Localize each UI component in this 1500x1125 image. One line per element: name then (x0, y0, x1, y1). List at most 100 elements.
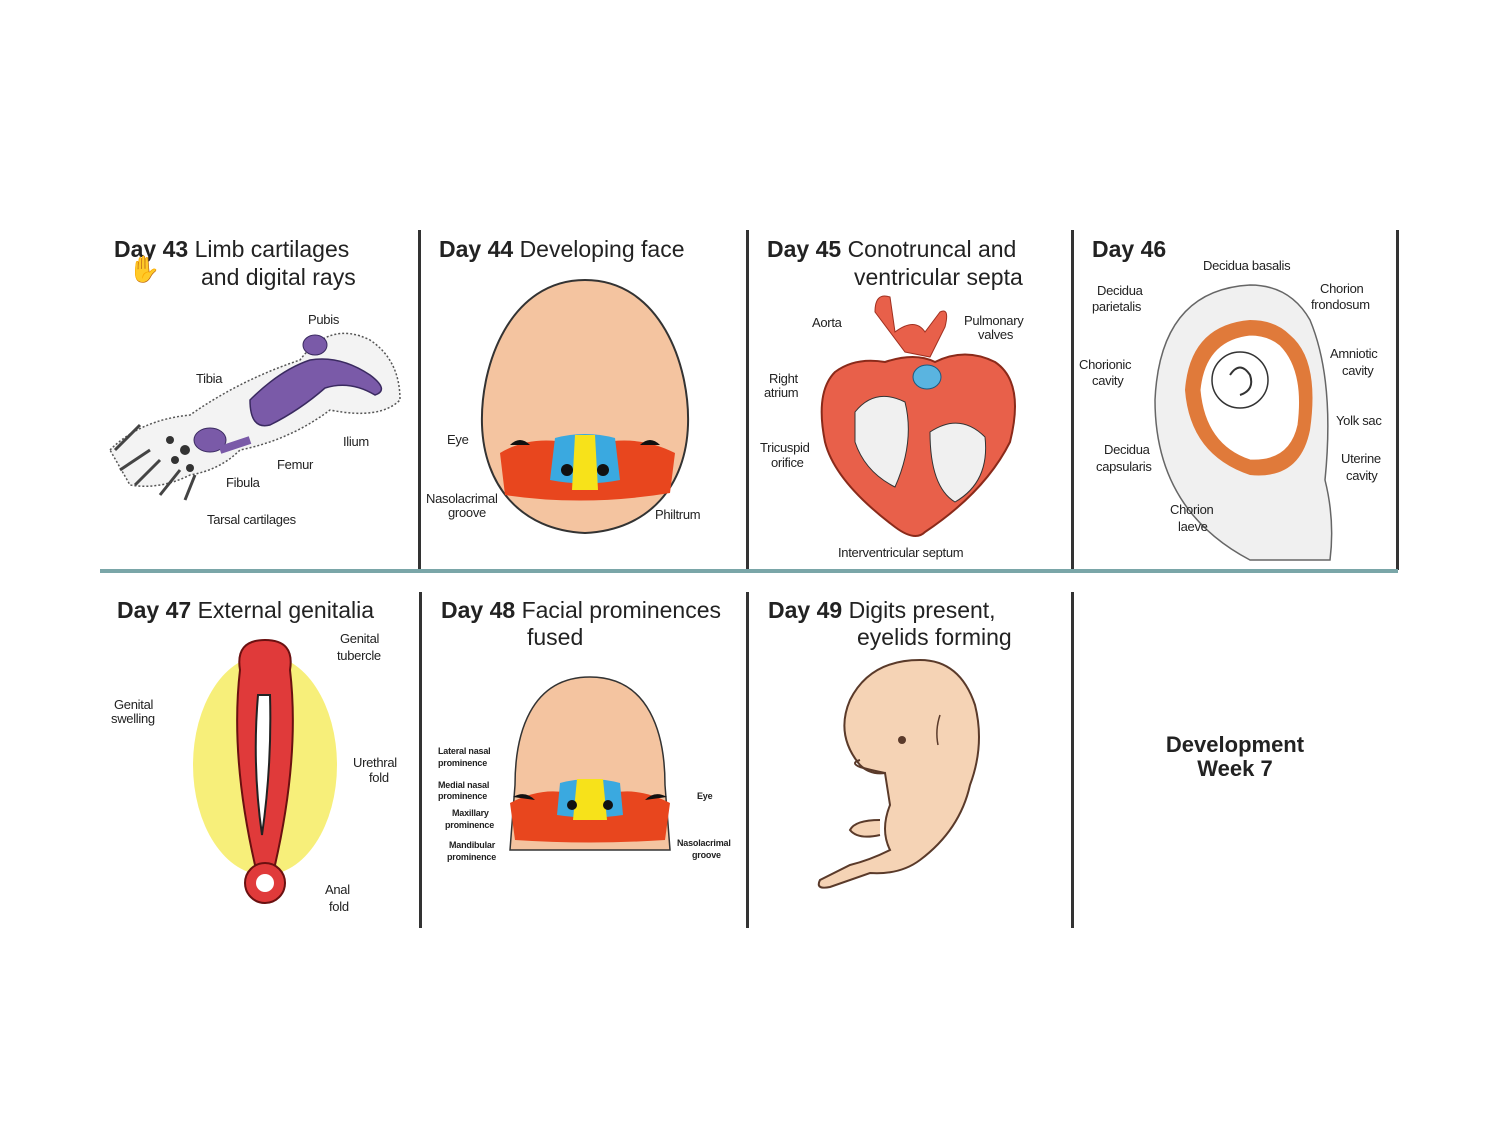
label-mandibular: Mandibular (449, 840, 496, 850)
label-tarsal-cartilages: Tarsal cartilages (207, 512, 296, 527)
hand-cursor-icon: ✋ (128, 254, 161, 284)
label-genital-2: Genital (114, 697, 154, 712)
label-femur: Femur (277, 457, 314, 472)
title-line1: External genitalia (197, 597, 375, 623)
label-eye-48: Eye (697, 791, 713, 801)
divider-3 (1071, 230, 1074, 570)
divider-6 (746, 592, 749, 928)
label-decidua-2: Decidua (1104, 442, 1150, 457)
day-label: Day 49 (768, 597, 843, 623)
label-amniotic: Amniotic (1330, 346, 1378, 361)
label-urethral: Urethral (353, 755, 397, 770)
title-line1: Facial prominences (521, 597, 721, 623)
label-lateral-nasal: Lateral nasal (438, 746, 491, 756)
panel-day47-heading: Day 47 External genitalia (117, 596, 374, 624)
summary-line2: Week 7 (1197, 756, 1273, 781)
title-line2: eyelids forming (857, 624, 1012, 650)
divider-4 (1396, 230, 1399, 570)
panel-day45-heading: Day 45 Conotruncal and (767, 235, 1016, 263)
label-swelling: swelling (111, 711, 155, 726)
day-label: Day 45 (767, 236, 842, 262)
label-tubercle: tubercle (337, 648, 381, 663)
label-medial-nasal-prominence: prominence (438, 791, 488, 801)
label-maxillary: Maxillary (452, 808, 489, 818)
developing-face-illustration (480, 278, 690, 535)
label-lateral-nasal-prominence: prominence (438, 758, 488, 768)
label-mandibular-prominence: prominence (447, 852, 497, 862)
title-line1: Limb cartilages (194, 236, 350, 262)
label-ilium: Ilium (343, 434, 369, 449)
limb-cartilage-illustration (109, 332, 401, 501)
label-interventricular-septum: Interventricular septum (838, 545, 964, 560)
summary-line1: Development (1165, 732, 1305, 757)
title-line2: ventricular septa (854, 264, 1023, 290)
panel-day44-heading: Day 44 Developing face (439, 235, 685, 263)
title-line1: Conotruncal and (847, 236, 1017, 262)
label-chorionic: Chorionic (1079, 357, 1132, 372)
label-atrium: atrium (764, 385, 799, 400)
label-chorion-2: Chorion (1170, 502, 1214, 517)
label-groove: groove (448, 505, 486, 520)
label-anal-fold: fold (329, 899, 349, 914)
panel-day45-heading-line2: ventricular septa (854, 263, 1023, 291)
label-eye: Eye (447, 432, 469, 447)
label-fold: fold (369, 770, 389, 785)
heart-septa-illustration (820, 295, 1016, 537)
fused-face-illustration (509, 676, 671, 851)
panel-day43-heading: Day 43 Limb cartilages (114, 235, 349, 263)
label-tibia: Tibia (196, 371, 223, 386)
label-chorionic-cavity: cavity (1092, 373, 1124, 388)
day-label: Day 48 (441, 597, 516, 623)
label-nasolacrimal: Nasolacrimal (426, 491, 498, 506)
label-tricuspid: Tricuspid (760, 440, 810, 455)
divider-1 (418, 230, 421, 570)
label-medial-nasal: Medial nasal (438, 780, 490, 790)
label-philtrum: Philtrum (655, 507, 701, 522)
label-uterine-cavity: cavity (1346, 468, 1378, 483)
label-groove-48: groove (692, 850, 721, 860)
panel-day46-heading: Day 46 (1092, 235, 1166, 263)
label-pulmonary: Pulmonary (964, 313, 1024, 328)
panel-day48-heading-line2: fused (527, 623, 583, 651)
divider-2 (746, 230, 749, 570)
label-orifice: orifice (771, 455, 804, 470)
label-valves: valves (978, 327, 1014, 342)
day-label: Day 46 (1092, 236, 1167, 262)
label-chorion: Chorion (1320, 281, 1364, 296)
label-laeve: laeve (1178, 519, 1208, 534)
label-anal: Anal (325, 882, 350, 897)
panel-day49-heading: Day 49 Digits present, (768, 596, 996, 624)
label-amniotic-cavity: cavity (1342, 363, 1374, 378)
label-parietalis: parietalis (1092, 299, 1142, 314)
label-yolk-sac: Yolk sac (1336, 413, 1382, 428)
label-aorta: Aorta (812, 315, 842, 330)
title-line2: fused (527, 624, 584, 650)
label-pubis: Pubis (308, 312, 340, 327)
label-decidua-basalis: Decidua basalis (1203, 258, 1291, 273)
label-right: Right (769, 371, 798, 386)
title-line1: Developing face (519, 236, 685, 262)
label-uterine: Uterine (1341, 451, 1381, 466)
label-nasolacrimal-48: Nasolacrimal (677, 838, 731, 848)
title-line2: and digital rays (201, 264, 356, 290)
row-divider (100, 569, 1398, 573)
label-maxillary-prominence: prominence (445, 820, 495, 830)
day-label: Day 47 (117, 597, 192, 623)
panel-day43-heading-line2: and digital rays (201, 263, 356, 291)
panel-day48-heading: Day 48 Facial prominences (441, 596, 721, 624)
label-capsularis: capsularis (1096, 459, 1152, 474)
label-frondosum: frondosum (1311, 297, 1370, 312)
day-label: Day 43 (114, 236, 189, 262)
title-line1: Digits present, (848, 597, 996, 623)
development-week-label: Development Week 7 (1100, 733, 1370, 781)
genitalia-illustration (193, 638, 337, 904)
label-decidua: Decidua (1097, 283, 1143, 298)
day-label: Day 44 (439, 236, 514, 262)
divider-7 (1071, 592, 1074, 928)
label-genital: Genital (340, 631, 380, 646)
uterus-illustration (1154, 284, 1333, 561)
embryo-illustration (817, 658, 980, 889)
panel-day49-heading-line2: eyelids forming (857, 623, 1012, 651)
label-fibula: Fibula (226, 475, 260, 490)
divider-5 (419, 592, 422, 928)
